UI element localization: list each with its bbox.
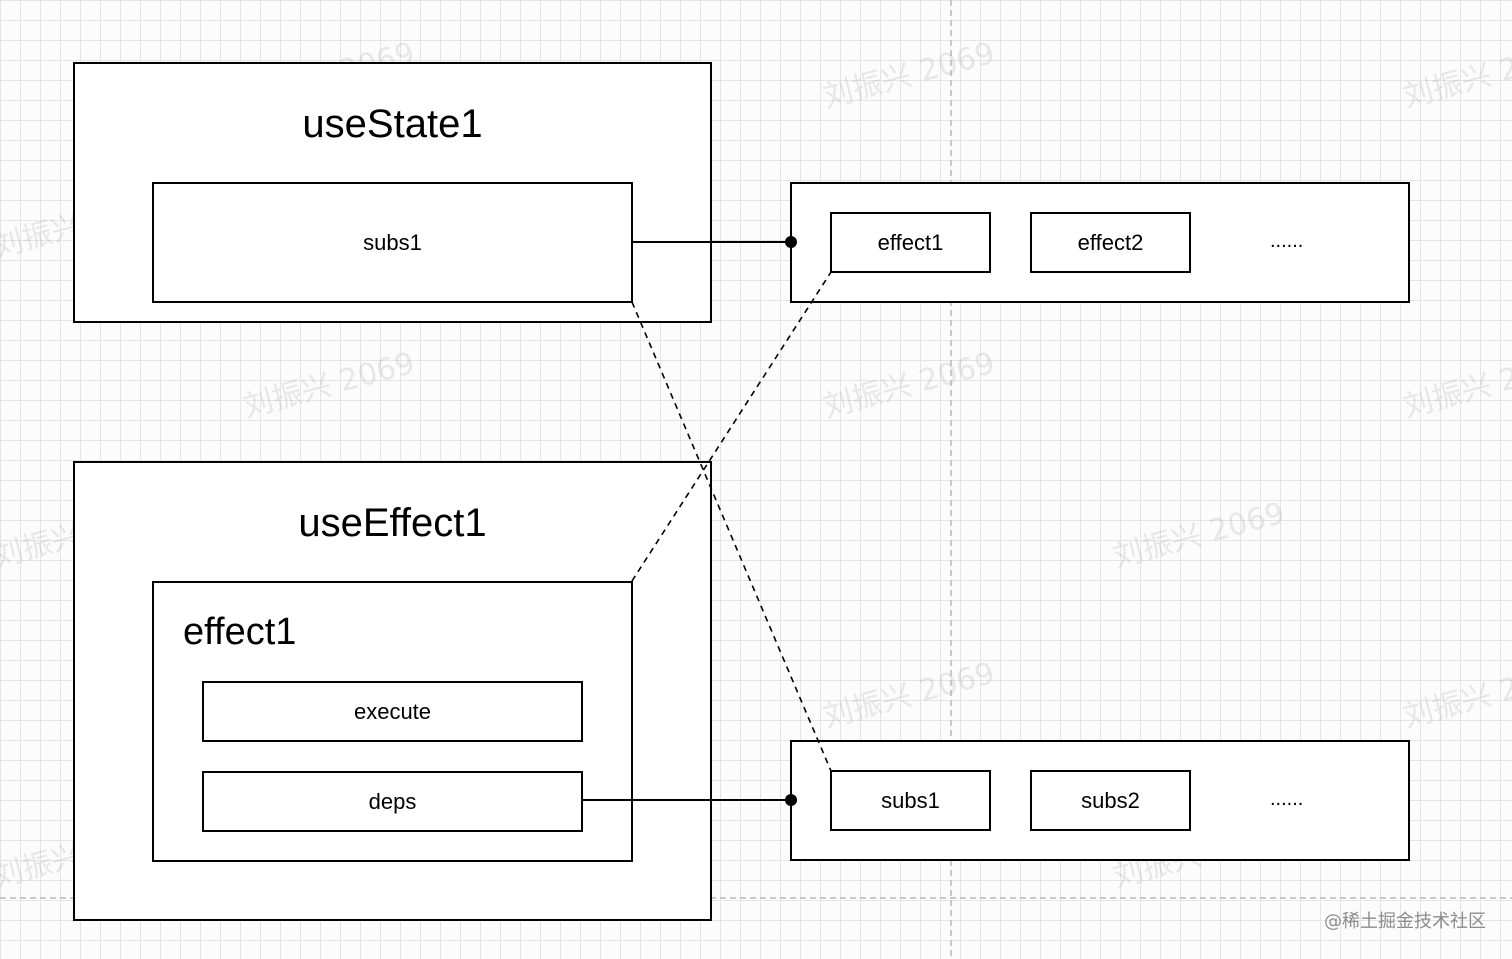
use-effect-box: useEffect1 effect1 execute deps: [73, 461, 712, 921]
use-state-title: useState1: [302, 102, 483, 146]
deps-label: deps: [368, 788, 417, 814]
subs-list-item: subs1: [830, 770, 991, 831]
use-state-box: useState1 subs1: [73, 62, 712, 323]
use-state-subs-box: subs1: [152, 182, 633, 303]
subs-list-item-label: subs1: [881, 787, 940, 813]
deps-box: deps: [202, 771, 583, 832]
effects-list-item-label: effect2: [1077, 229, 1144, 255]
subs-list-box: subs1 subs2 ......: [790, 740, 1410, 861]
effects-list-ellipsis: ......: [1270, 230, 1304, 252]
source-credit: @稀土掘金技术社区: [1324, 911, 1486, 932]
effect-object-title: effect1: [183, 611, 297, 653]
execute-label: execute: [353, 698, 432, 724]
use-state-subs-label: subs1: [363, 229, 422, 255]
use-effect-title: useEffect1: [298, 501, 487, 545]
effect-object-box: effect1 execute deps: [152, 581, 633, 862]
effects-list-item: effect1: [830, 212, 991, 273]
effects-list-item: effect2: [1030, 212, 1191, 273]
execute-box: execute: [202, 681, 583, 742]
effects-list-item-label: effect1: [877, 229, 944, 255]
subs-list-item-label: subs2: [1081, 787, 1140, 813]
subs-list-ellipsis: ......: [1270, 788, 1304, 810]
effects-list-box: effect1 effect2 ......: [790, 182, 1410, 303]
subs-list-item: subs2: [1030, 770, 1191, 831]
